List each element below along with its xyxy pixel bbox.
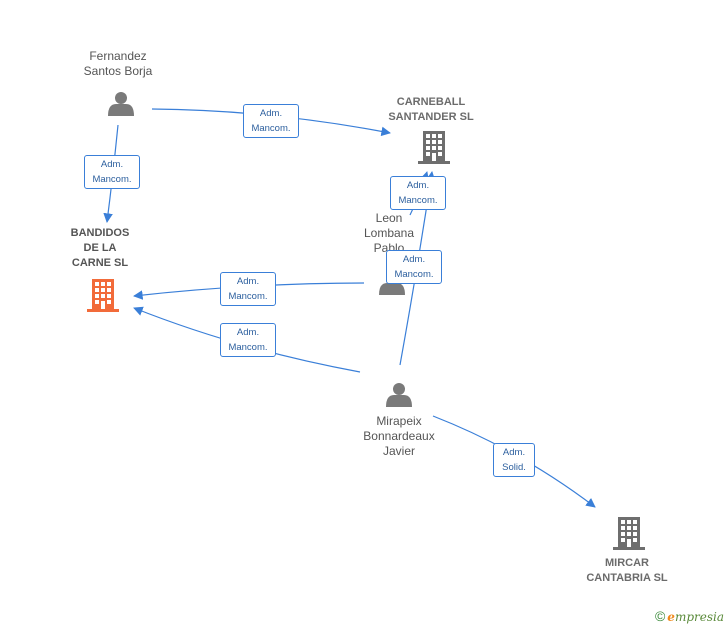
node-label-line: CANTABRIA SL <box>586 572 668 584</box>
building-icon-bandidos[interactable] <box>87 279 119 312</box>
node-label-line: Fernandez <box>89 49 147 63</box>
edge-label-line: Adm. <box>406 180 430 191</box>
edge-label-line: Adm. <box>259 108 283 119</box>
edge-label-line: Solid. <box>502 462 526 473</box>
brand-rest: mpresia <box>674 610 724 624</box>
node-label-line: DE LA <box>83 242 117 254</box>
node-label-line: CARNE SL <box>71 257 129 269</box>
node-label-line: MIRCAR <box>605 557 649 569</box>
edge-label-mirapeix-carneball: Adm. Mancom. <box>386 250 442 284</box>
building-icon-carneball[interactable] <box>418 131 450 164</box>
edge-label-line: Mancom. <box>228 291 268 302</box>
edge-label-fernandez-bandidos: Adm. Mancom. <box>84 155 140 189</box>
building-icon-mircar[interactable] <box>613 517 645 550</box>
edge-label-line: Mancom. <box>251 123 291 134</box>
edge-label-line: Mancom. <box>92 174 132 185</box>
node-label-line: Lombana <box>363 226 415 240</box>
node-label-carneball[interactable]: CARNEBALL SANTANDER SL <box>381 95 481 125</box>
node-label-line: Leon <box>375 211 403 225</box>
node-label-mirapeix[interactable]: Mirapeix Bonnardeaux Javier <box>349 414 449 459</box>
edge-label-line: Mancom. <box>398 195 438 206</box>
edge-label-line: Adm. <box>502 447 526 458</box>
node-label-mircar[interactable]: MIRCAR CANTABRIA SL <box>577 556 677 586</box>
node-label-line: Javier <box>382 444 415 458</box>
person-icon-fernandez[interactable] <box>108 92 134 116</box>
edge-label-line: Adm. <box>402 254 426 265</box>
edge-label-leon-carneball: Adm. Mancom. <box>390 176 446 210</box>
node-label-line: Mirapeix <box>376 414 422 428</box>
node-label-line: Santos Borja <box>83 64 153 78</box>
edge-label-mirapeix-mircar: Adm. Solid. <box>493 443 535 477</box>
edge-label-fernandez-carneball: Adm. Mancom. <box>243 104 299 138</box>
empresia-logo: ©empresia <box>655 608 724 624</box>
brand-initial: e <box>667 610 675 624</box>
edge-label-line: Adm. <box>236 276 260 287</box>
edge-label-mirapeix-bandidos: Adm. Mancom. <box>220 323 276 357</box>
node-label-line: Bonnardeaux <box>363 429 435 443</box>
edge-label-line: Adm. <box>236 327 260 338</box>
node-label-fernandez[interactable]: Fernandez Santos Borja <box>68 49 168 79</box>
edge-label-line: Mancom. <box>228 342 268 353</box>
edge-label-line: Adm. <box>100 159 124 170</box>
edge-label-leon-bandidos: Adm. Mancom. <box>220 272 276 306</box>
node-label-line: BANDIDOS <box>70 227 130 239</box>
node-label-line: SANTANDER SL <box>388 111 474 123</box>
edge-label-line: Mancom. <box>394 269 434 280</box>
copyright-icon: © <box>654 608 666 624</box>
node-label-bandidos[interactable]: BANDIDOS DE LA CARNE SL <box>50 226 150 271</box>
node-label-line: CARNEBALL <box>396 96 466 108</box>
person-icon-mirapeix[interactable] <box>386 383 412 407</box>
